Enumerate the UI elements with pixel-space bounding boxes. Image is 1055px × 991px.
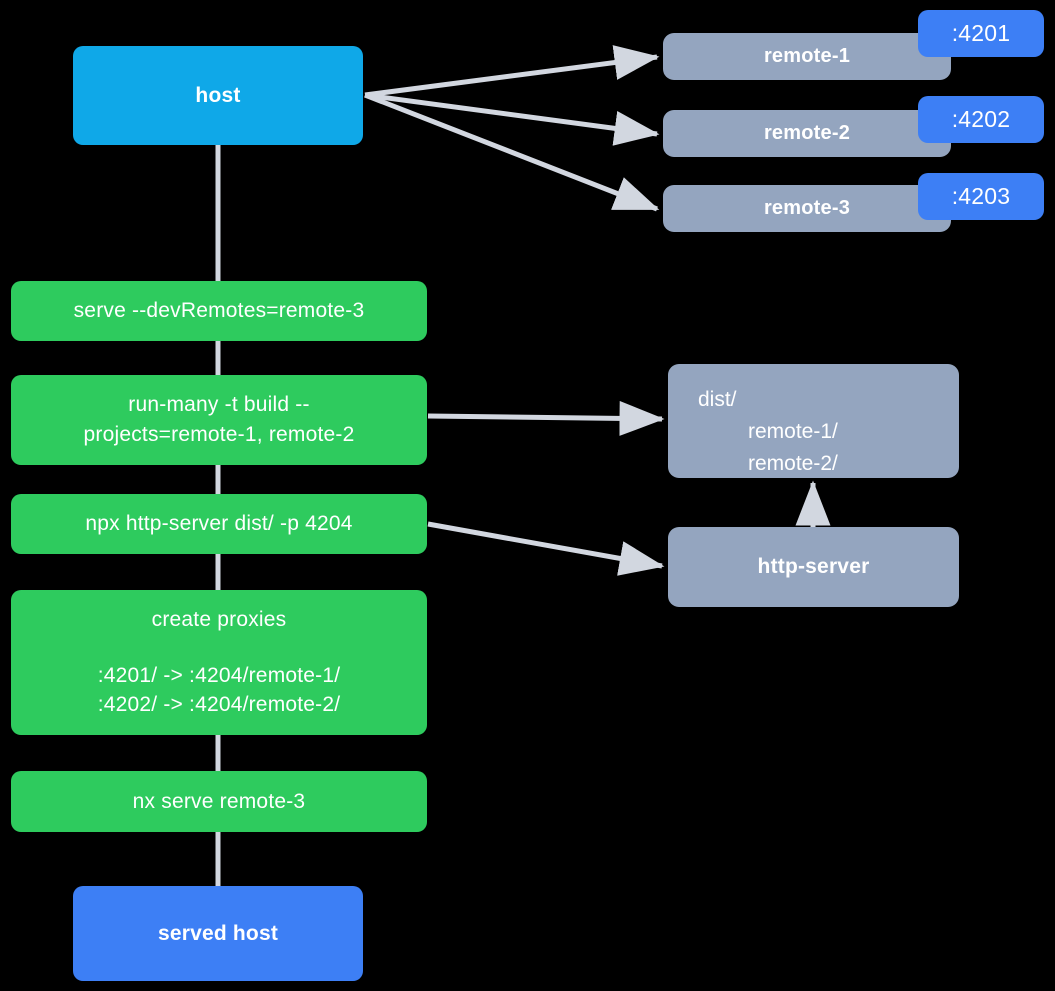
edge-npx-to-httpserver xyxy=(427,521,665,576)
edge-runmany-to-dist xyxy=(427,400,665,436)
node-command-run-many-build-line2: projects=remote-1, remote-2 xyxy=(83,423,355,446)
node-host-label: host xyxy=(195,83,241,107)
node-command-run-many-build[interactable]: run-many -t build -- projects=remote-1, … xyxy=(11,375,427,465)
node-command-create-proxies[interactable]: create proxies :4201/ -> :4204/remote-1/… xyxy=(11,590,427,735)
node-command-serve-dev-remotes-label: serve --devRemotes=remote-3 xyxy=(73,299,365,323)
node-host[interactable]: host xyxy=(73,46,363,145)
port-badge-remote-2: :4202 xyxy=(918,96,1044,143)
node-http-server[interactable]: http-server xyxy=(668,527,959,607)
edge-host-to-remote-3 xyxy=(364,92,660,212)
node-served-host[interactable]: served host xyxy=(73,886,363,981)
node-dist-folder-line-remote-1: remote-1/ xyxy=(748,419,838,443)
node-command-nx-serve-remote-3-label: nx serve remote-3 xyxy=(132,789,306,813)
edge-host-to-remote-2 xyxy=(364,92,660,146)
node-command-nx-serve-remote-3[interactable]: nx serve remote-3 xyxy=(11,771,427,832)
node-command-create-proxies-mapping-2: :4202/ -> :4204/remote-2/ xyxy=(97,693,341,717)
node-served-host-label: served host xyxy=(157,921,279,945)
node-remote-1[interactable]: remote-1 xyxy=(663,33,951,80)
node-remote-2[interactable]: remote-2 xyxy=(663,110,951,157)
node-remote-3-label: remote-3 xyxy=(763,197,851,219)
port-badge-remote-3: :4203 xyxy=(918,173,1044,220)
node-command-run-many-build-line1: run-many -t build -- xyxy=(128,393,310,417)
node-remote-1-label: remote-1 xyxy=(763,45,851,67)
port-badge-remote-3-label: :4203 xyxy=(951,183,1011,209)
port-badge-remote-2-label: :4202 xyxy=(951,106,1011,132)
node-command-npx-http-server[interactable]: npx http-server dist/ -p 4204 xyxy=(11,494,427,554)
port-badge-remote-1: :4201 xyxy=(918,10,1044,57)
node-dist-folder-line-root: dist/ xyxy=(698,388,737,411)
node-http-server-label: http-server xyxy=(757,555,870,578)
node-remote-3[interactable]: remote-3 xyxy=(663,185,951,232)
node-remote-2-label: remote-2 xyxy=(763,122,851,144)
port-badge-remote-1-label: :4201 xyxy=(951,20,1011,46)
node-command-create-proxies-title: create proxies xyxy=(151,607,287,631)
node-command-serve-dev-remotes[interactable]: serve --devRemotes=remote-3 xyxy=(11,281,427,341)
node-dist-folder-line-remote-2: remote-2/ xyxy=(748,451,838,475)
node-dist-folder[interactable]: dist/ remote-1/ remote-2/ xyxy=(668,364,959,478)
node-command-create-proxies-mapping-1: :4201/ -> :4204/remote-1/ xyxy=(97,663,341,687)
node-command-npx-http-server-label: npx http-server dist/ -p 4204 xyxy=(85,512,353,536)
edge-host-to-remote-1 xyxy=(364,45,660,98)
